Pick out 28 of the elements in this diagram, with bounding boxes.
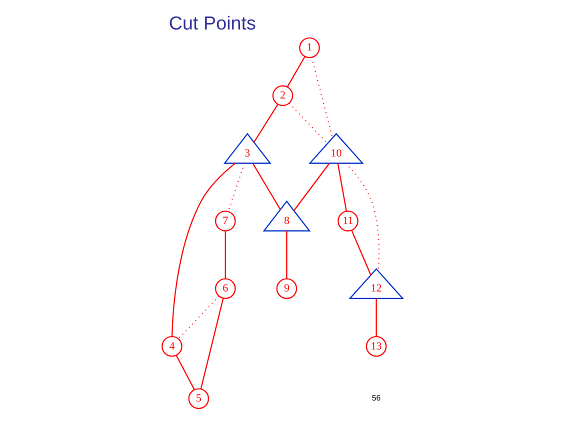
connector	[224, 231, 226, 279]
connector	[311, 57, 333, 138]
connector	[171, 162, 236, 336]
node-circle: 6	[215, 278, 236, 300]
node-circle: 13	[366, 336, 387, 357]
connector	[288, 102, 328, 144]
node-circle: 5	[188, 388, 210, 410]
node-circle: 2	[272, 85, 294, 106]
connector	[286, 56, 306, 88]
connector	[294, 163, 330, 211]
connector	[286, 231, 288, 279]
node-circle: 9	[276, 278, 298, 300]
node-circle: 11	[338, 210, 358, 232]
connector	[200, 298, 224, 389]
connector	[228, 163, 245, 212]
connector	[345, 162, 380, 272]
connector	[253, 104, 278, 143]
node-circle: 1	[299, 37, 320, 58]
connector	[376, 298, 377, 336]
connector	[176, 355, 195, 390]
connector	[252, 163, 281, 210]
connector	[178, 296, 220, 340]
diagram-title: Cut Points	[168, 12, 256, 34]
connector	[351, 230, 372, 276]
connector	[337, 163, 347, 212]
node-circle: 7	[215, 210, 236, 232]
label: 56	[372, 394, 381, 403]
node-circle: 4	[162, 336, 182, 357]
